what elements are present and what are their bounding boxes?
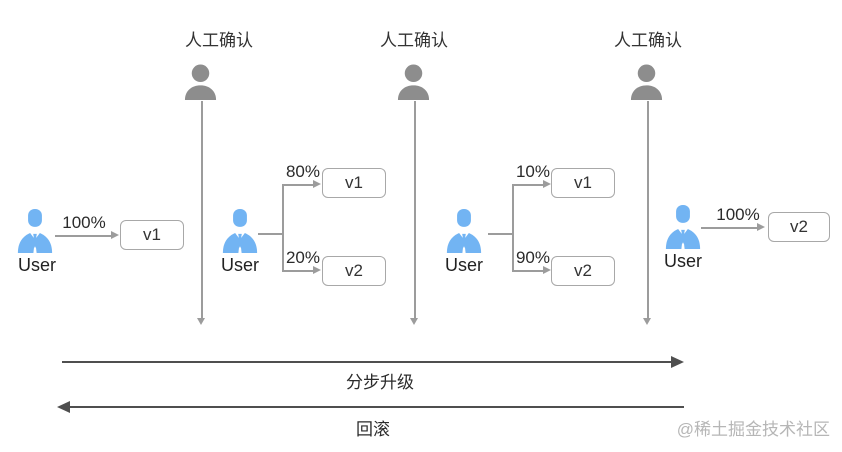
confirm-label: 人工确认 xyxy=(380,31,448,50)
traffic-percent-label: 10% xyxy=(515,162,550,181)
traffic-arrowhead-icon xyxy=(111,231,119,239)
confirm-label: 人工确认 xyxy=(614,31,682,50)
confirm-divider-line xyxy=(201,101,203,318)
version-box: v2 xyxy=(551,256,615,286)
branch-line xyxy=(512,184,544,186)
rollback-arrowhead-icon xyxy=(57,401,70,413)
rollback-arrow-line xyxy=(70,406,684,408)
reviewer-person-icon xyxy=(630,64,663,100)
watermark: @稀土掘金技术社区 xyxy=(676,420,830,439)
branch-arrowhead-icon xyxy=(543,266,551,274)
user-label: User xyxy=(444,255,483,275)
traffic-percent-label: 80% xyxy=(285,162,320,181)
traffic-percent-label: 90% xyxy=(515,248,550,267)
traffic-percent-label: 100% xyxy=(62,213,106,232)
version-box: v1 xyxy=(551,168,615,198)
user-icon xyxy=(665,205,701,249)
user-label: User xyxy=(17,255,56,275)
confirm-divider-line xyxy=(414,101,416,318)
branch-trunk-line xyxy=(282,184,284,271)
branch-arrowhead-icon xyxy=(543,180,551,188)
version-box: v1 xyxy=(120,220,184,250)
branch-line xyxy=(282,270,314,272)
user-label: User xyxy=(663,251,702,271)
upgrade-arrow-line xyxy=(62,361,672,363)
branch-arrowhead-icon xyxy=(313,180,321,188)
traffic-line xyxy=(55,235,113,237)
traffic-line xyxy=(701,227,759,229)
user-icon xyxy=(222,209,258,253)
version-box: v1 xyxy=(322,168,386,198)
confirm-divider-arrowhead-icon xyxy=(643,318,651,325)
confirm-divider-arrowhead-icon xyxy=(410,318,418,325)
traffic-arrowhead-icon xyxy=(757,223,765,231)
branch-line xyxy=(282,184,314,186)
branch-arrowhead-icon xyxy=(313,266,321,274)
upgrade-label: 分步升级 xyxy=(346,373,414,392)
branch-stub-line xyxy=(488,233,512,235)
version-box: v2 xyxy=(322,256,386,286)
rollback-label: 回滚 xyxy=(356,420,390,439)
upgrade-arrowhead-icon xyxy=(671,356,684,368)
traffic-percent-label: 20% xyxy=(285,248,320,267)
reviewer-person-icon xyxy=(184,64,217,100)
version-box: v2 xyxy=(768,212,830,242)
reviewer-person-icon xyxy=(397,64,430,100)
user-label: User xyxy=(220,255,259,275)
user-icon xyxy=(446,209,482,253)
confirm-divider-line xyxy=(647,101,649,318)
traffic-percent-label: 100% xyxy=(716,205,760,224)
confirm-divider-arrowhead-icon xyxy=(197,318,205,325)
confirm-label: 人工确认 xyxy=(185,31,253,50)
user-icon xyxy=(17,209,53,253)
branch-stub-line xyxy=(258,233,282,235)
branch-trunk-line xyxy=(512,184,514,271)
branch-line xyxy=(512,270,544,272)
